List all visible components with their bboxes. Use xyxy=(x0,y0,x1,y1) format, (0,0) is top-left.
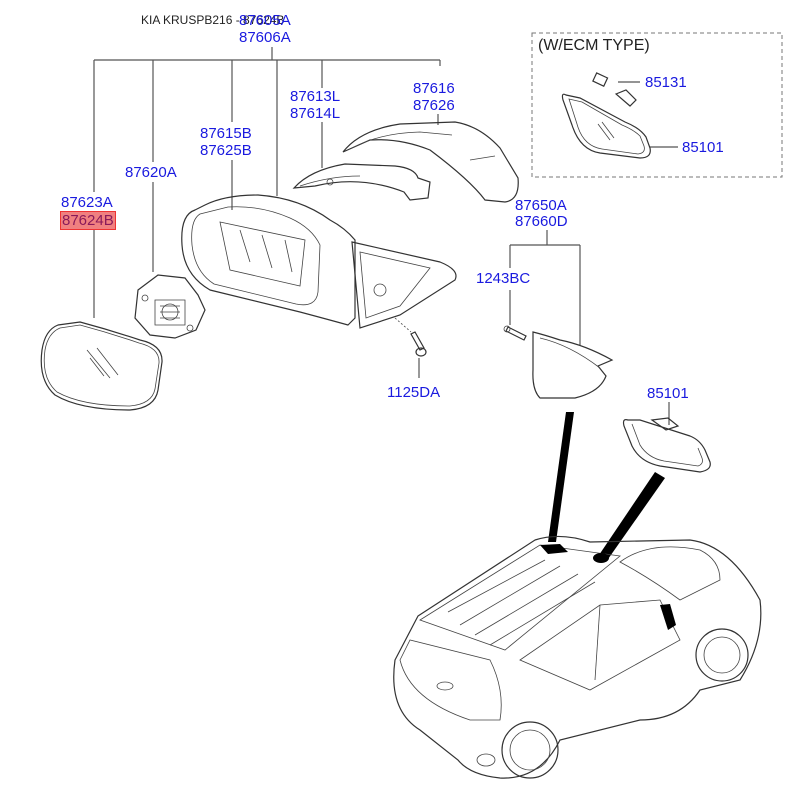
part-label-1125da[interactable]: 1125DA xyxy=(387,384,441,401)
part-label-87606a[interactable]: 87606A xyxy=(239,29,291,46)
mirror-glass-part xyxy=(40,321,163,411)
mirror-actuator-part xyxy=(134,274,206,339)
ecm-type-title: (W/ECM TYPE) xyxy=(538,37,650,54)
leader-lines-main xyxy=(93,47,678,425)
part-label-87625b[interactable]: 87625B xyxy=(200,142,252,159)
bolt-1125da xyxy=(394,317,427,357)
part-label-1243bc[interactable]: 1243BC xyxy=(476,270,531,287)
part-label-87626[interactable]: 87626 xyxy=(413,97,455,114)
screw-1243bc xyxy=(503,325,527,341)
part-label-87660d[interactable]: 87660D xyxy=(515,213,568,230)
part-label-87615b[interactable]: 87615B xyxy=(200,125,252,142)
part-label-87623a[interactable]: 87623A xyxy=(61,194,113,211)
pointer-wedge-right xyxy=(597,472,665,562)
rearview-mirror-part xyxy=(622,417,711,473)
part-label-87616[interactable]: 87616 xyxy=(413,80,455,97)
part-label-87650a[interactable]: 87650A xyxy=(515,197,567,214)
pointer-wedge-left xyxy=(548,412,574,542)
mirror-cover-part xyxy=(342,121,519,203)
triangle-cover-part xyxy=(532,331,614,399)
ecm-rearview-mirror xyxy=(561,72,651,159)
turn-signal-lamp-part xyxy=(292,163,431,201)
part-label-87605a[interactable]: 87605A xyxy=(239,12,291,29)
part-label-85101-ecm[interactable]: 85101 xyxy=(682,139,724,156)
mirror-housing-part xyxy=(181,194,457,329)
vehicle-illustration xyxy=(393,535,762,779)
part-label-87620a[interactable]: 87620A xyxy=(125,164,177,181)
part-label-85131[interactable]: 85131 xyxy=(645,74,687,91)
part-label-87613l[interactable]: 87613L xyxy=(290,88,341,105)
ecm-box-border xyxy=(531,32,783,178)
diagram-header-title: KIA KRUSPB216 - 87624B xyxy=(141,13,285,27)
part-label-87624b-highlighted[interactable]: 87624B xyxy=(60,211,116,230)
part-label-87614l[interactable]: 87614L xyxy=(290,105,341,122)
part-label-85101[interactable]: 85101 xyxy=(647,385,689,402)
